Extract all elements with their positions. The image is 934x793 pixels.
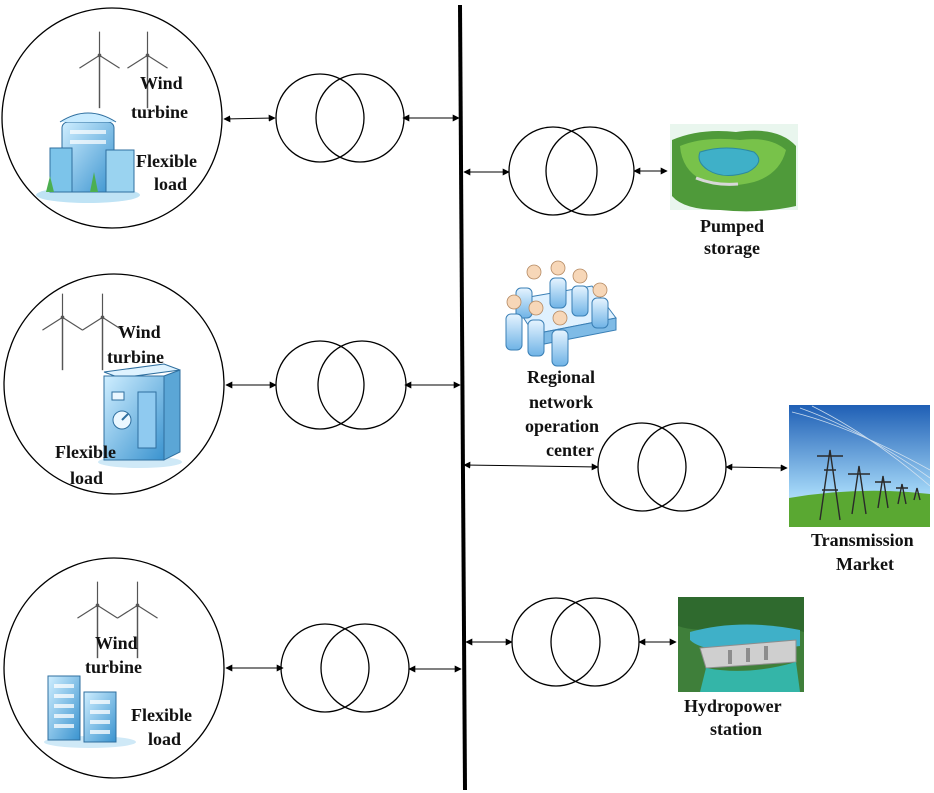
connector-bus-transformer5	[463, 461, 599, 471]
microgrid-3: Wind turbine Flexible load	[3, 557, 225, 779]
pumped-storage-label-1: Pumped	[700, 216, 764, 236]
hydropower-label-2: station	[710, 719, 762, 739]
transformer-1	[275, 73, 405, 163]
transmission-tower-icon	[789, 405, 931, 527]
meeting-people-icon	[505, 260, 617, 367]
transformer-2	[275, 340, 407, 430]
hydropower-dam-icon	[678, 597, 804, 692]
wind-turbine-label-1: Wind	[118, 322, 161, 342]
main-bus	[458, 4, 467, 791]
pumped-storage-reservoir-icon	[670, 124, 798, 212]
transformer-3	[280, 623, 410, 713]
hydropower-label-1: Hydropower	[684, 696, 782, 716]
wind-turbine-label-2: turbine	[85, 657, 142, 677]
flexible-load-label-2: load	[70, 468, 103, 488]
flexible-load-label-2: load	[148, 729, 181, 749]
microgrid-1: Wind turbine Flexible load	[1, 7, 223, 229]
office-building-icon	[36, 112, 140, 203]
transformer-6	[511, 597, 640, 687]
factory-cabinet-icon	[98, 363, 182, 468]
operation-center-label-2: network	[529, 392, 593, 412]
transmission-label-1: Transmission	[811, 530, 914, 550]
transformer-5	[597, 422, 727, 512]
wind-turbine-label-2: turbine	[131, 102, 188, 122]
microgrid-2-boundary	[3, 273, 225, 495]
wind-turbine-label-1: Wind	[140, 73, 183, 93]
transformer-4	[508, 126, 635, 216]
wind-turbine-label-1: Wind	[95, 633, 138, 653]
flexible-load-label-1: Flexible	[55, 442, 116, 462]
operation-center-label-1: Regional	[527, 367, 595, 387]
microgrid-1-boundary	[1, 7, 223, 229]
connector-mg1-transformer	[223, 114, 276, 123]
microgrid-2: Wind turbine Flexible load	[3, 273, 225, 495]
flexible-load-label-1: Flexible	[136, 151, 197, 171]
operation-center-label-3: operation	[525, 416, 599, 436]
wind-turbine-label-2: turbine	[107, 347, 164, 367]
transmission-label-2: Market	[836, 554, 894, 574]
connector-transformer5-market	[725, 463, 788, 472]
operation-center-label-4: center	[546, 440, 594, 460]
microgrid-3-boundary	[3, 557, 225, 779]
wind-turbine-icon	[78, 30, 169, 109]
flexible-load-label-2: load	[154, 174, 187, 194]
flexible-load-label-1: Flexible	[131, 705, 192, 725]
pumped-storage-label-2: storage	[704, 238, 760, 258]
apartment-blocks-icon	[44, 675, 136, 748]
